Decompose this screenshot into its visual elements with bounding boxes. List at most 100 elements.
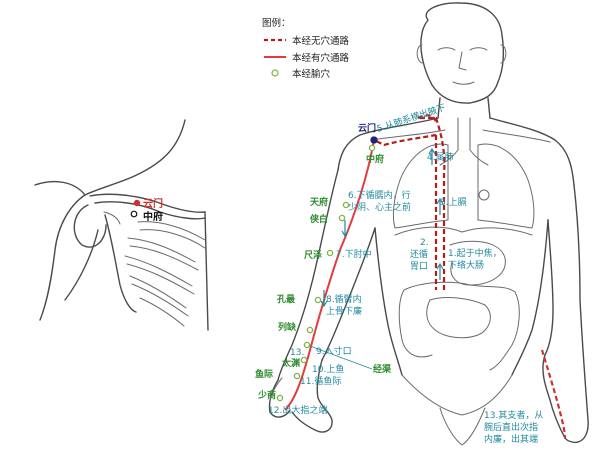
- step-13-line2: 腕后直出次指: [484, 421, 538, 433]
- legend-item-acupoint: 本经腧穴: [292, 68, 331, 80]
- legend-item-no-point-path: 本经无穴通路: [292, 35, 350, 47]
- legend-item-point-path: 本经有穴通路: [292, 52, 350, 64]
- legend: 图例： 本经无穴通路 本经有穴通路 本经腧穴: [262, 17, 350, 80]
- inset-arm-outline: [64, 229, 99, 301]
- diaphragm: [394, 226, 533, 236]
- neck-left: [437, 97, 441, 119]
- acupoint-label-yuji: 鱼际: [255, 368, 273, 380]
- inset-neck-outline: [84, 119, 186, 196]
- inset-coracoid: [103, 211, 121, 225]
- left-arm-outer: [277, 169, 339, 381]
- ear-right: [500, 44, 507, 64]
- step-2-line1: 还循: [410, 248, 428, 260]
- pelvis-bottom: [439, 407, 486, 446]
- inset-sternum-edge: [204, 211, 209, 331]
- step-1-line2: 下络大肠: [448, 259, 484, 271]
- nose: [458, 51, 467, 71]
- lung-right: [477, 143, 535, 229]
- step-9: 9.入寸口: [316, 345, 352, 357]
- acupoint-label-tianfu: 天府: [310, 196, 328, 208]
- step-4: 4.属肺: [427, 152, 454, 163]
- inset-scapula: [104, 214, 137, 313]
- jingqu-leader: [309, 345, 373, 370]
- step-10: 10.上鱼: [312, 363, 344, 375]
- step-13-marker: 13.: [290, 348, 304, 358]
- acupoint-label-xiabai: 侠白: [310, 213, 328, 225]
- acupoint-marker-yunmen: [370, 136, 378, 144]
- bronchi: [439, 149, 489, 166]
- torso-left-side: [374, 227, 403, 376]
- left-thumb: [269, 377, 283, 401]
- step-13-line1: 13.其支者，从: [484, 409, 543, 421]
- inset-label-zhongfu: 中府: [143, 210, 163, 223]
- inset-clavicle-lower: [94, 201, 206, 220]
- internal-path-lung-branch: [373, 133, 437, 147]
- inset-clavicle: [89, 193, 206, 213]
- step-1-line1: 1.起于中焦，: [448, 247, 502, 259]
- left-arm-inner: [321, 227, 376, 361]
- acupoint-marker-tianfu: [342, 201, 350, 209]
- large-intestine: [398, 281, 520, 371]
- step-6-line2: 少阴、心主之前: [348, 201, 411, 213]
- branch-path-index-finger: [540, 349, 567, 439]
- internal-path-ascending: [418, 116, 446, 290]
- mouth: [452, 81, 475, 85]
- inset-shoulder-outline: [34, 180, 86, 321]
- inset-ribs: [124, 221, 206, 327]
- inset-point-zhongfu: [130, 210, 138, 218]
- acupoint-marker-chize: [326, 249, 334, 257]
- torso-right-side: [511, 219, 549, 376]
- acupoint-marker-zhongfu: [368, 144, 376, 152]
- step-11: 11.循鱼际: [300, 375, 341, 387]
- acupoint-label-yunmen: 云门: [358, 122, 376, 134]
- acupoint-label-kongzui: 孔最: [277, 293, 296, 305]
- step-3: 3.上膈: [440, 197, 467, 208]
- acupoint-label-shaoshang: 少商: [257, 389, 276, 401]
- lung-left: [392, 143, 449, 229]
- right-arm-inner: [542, 219, 566, 439]
- neck-right: [487, 97, 491, 119]
- step-6-line1: 6.下循臑内，行: [348, 189, 411, 201]
- acupoint-label-taiyuan: 太渊: [281, 357, 300, 369]
- left-eye: [437, 47, 456, 51]
- step-2-number: 2.: [420, 238, 429, 248]
- left-shoulder: [337, 117, 439, 171]
- legend-circle-swatch: [271, 69, 279, 77]
- right-shoulder: [489, 117, 575, 186]
- step-8-line1: 8.循臂内: [326, 293, 362, 305]
- acupoint-labels: 云门 中府 天府 侠白 尺泽 孔最 列缺 经渠 太渊 鱼际 少商: [255, 122, 392, 401]
- clavicle-right: [482, 129, 551, 143]
- right-eye: [469, 47, 488, 51]
- acupoint-marker-yuji: [293, 372, 301, 380]
- small-intestine: [426, 297, 491, 339]
- acupoint-marker-xiabai: [338, 214, 346, 222]
- stomach: [449, 240, 506, 286]
- acupoint-label-chize: 尺泽: [304, 249, 322, 261]
- step-8-line2: 上骨下廉: [326, 305, 362, 317]
- right-arm-outer: [573, 184, 589, 443]
- left-hand: [268, 359, 333, 433]
- acupoint-label-zhongfu: 中府: [366, 153, 384, 165]
- acupoint-label-jingqu: 经渠: [373, 363, 392, 375]
- pelvis-line: [401, 374, 513, 416]
- step-13-line3: 内廉，出其端: [484, 433, 538, 445]
- meridian-paths: [284, 114, 567, 439]
- acupoint-marker-jingqu: [303, 341, 311, 349]
- external-path-arm: [284, 139, 375, 411]
- acupoint-marker-lieque: [306, 326, 314, 334]
- heart-dot: [478, 189, 490, 201]
- inset-label-yunmen: 云门: [143, 197, 163, 210]
- shoulder-inset: 云门 中府: [34, 119, 209, 331]
- direction-arrows: [320, 147, 444, 308]
- body-figure: [268, 2, 589, 446]
- inset-point-yunmen: [133, 199, 141, 207]
- acupoint-label-lieque: 列缺: [278, 321, 297, 333]
- ear-left: [416, 44, 423, 64]
- internal-path-top-loop: [417, 114, 438, 123]
- acupoint-marker-taiyuan: [300, 356, 308, 364]
- right-hand: [564, 437, 579, 444]
- acupoint-markers: [276, 136, 378, 402]
- pathway-labels: 1.起于中焦， 下络大肠 2. 还循 胃口 3.上膈 4.属肺 5.从肺系横出腋…: [268, 101, 543, 445]
- legend-title: 图例：: [262, 17, 291, 29]
